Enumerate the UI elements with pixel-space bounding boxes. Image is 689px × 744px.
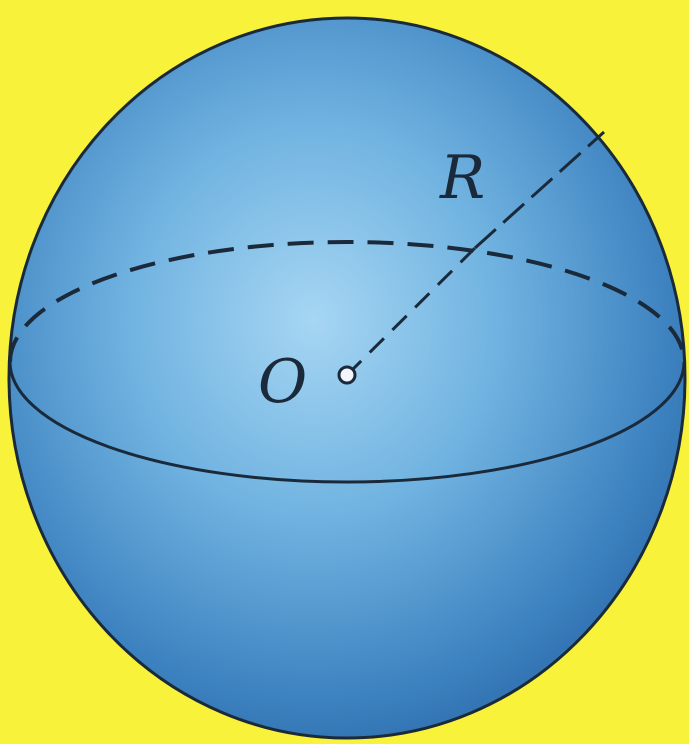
radius-label: R bbox=[439, 143, 485, 213]
radius-line-upper bbox=[473, 130, 606, 250]
equator-back-dashed bbox=[8, 240, 686, 363]
equator-front-solid bbox=[8, 361, 686, 484]
center-point bbox=[337, 365, 357, 385]
center-label: O bbox=[258, 347, 307, 417]
